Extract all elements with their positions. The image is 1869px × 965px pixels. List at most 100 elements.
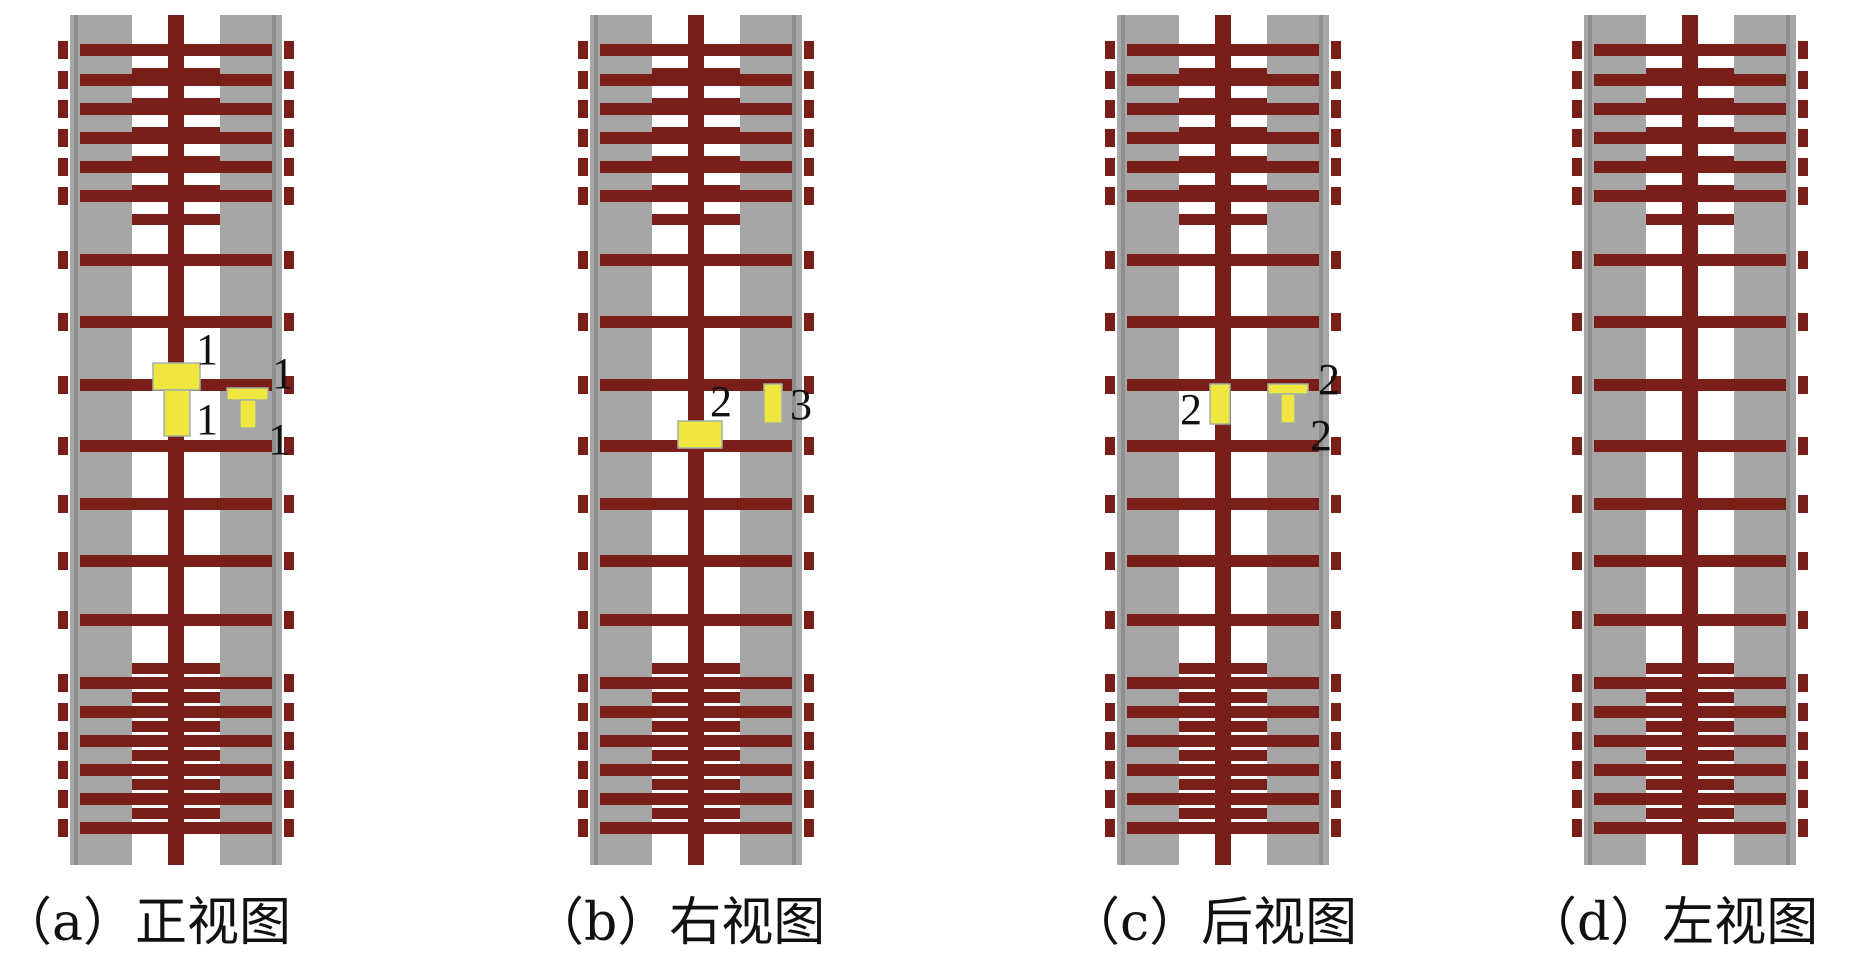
stirrup-hook-right (1798, 819, 1808, 837)
stirrup-hook-right (1331, 790, 1341, 808)
stirrup-hook-left (58, 790, 68, 808)
tie-bar (132, 721, 220, 732)
tie-bar (1646, 750, 1734, 761)
stirrup-hook-right (1798, 790, 1808, 808)
stirrup-bar (600, 555, 792, 567)
stirrup-hook-left (1572, 158, 1582, 176)
stirrup-bar (1594, 555, 1786, 567)
stirrup-hook-left (58, 437, 68, 455)
tie-bar (132, 663, 220, 674)
column-edge (1588, 15, 1592, 865)
stirrup-bar (1594, 190, 1786, 202)
stirrup-hook-left (58, 495, 68, 513)
tie-bar (1646, 779, 1734, 790)
stirrup-bar (80, 161, 272, 173)
stirrup-bar (80, 44, 272, 56)
tie-bar (1179, 68, 1267, 79)
stirrup-hook-right (804, 376, 814, 394)
stirrup-hook-right (804, 761, 814, 779)
tie-bar (1179, 808, 1267, 819)
stirrup-hook-right (1798, 674, 1808, 692)
stirrup-hook-left (578, 187, 588, 205)
stirrup-hook-left (578, 495, 588, 513)
stirrup-hook-left (58, 251, 68, 269)
stirrup-hook-left (1105, 71, 1115, 89)
stirrup-hook-left (1105, 732, 1115, 750)
stirrup-hook-right (804, 552, 814, 570)
tie-bar (132, 214, 220, 225)
stirrup-hook-right (1331, 100, 1341, 118)
stirrup-hook-right (1331, 158, 1341, 176)
stirrup-bar (600, 735, 792, 747)
tie-bar (1646, 68, 1734, 79)
stirrup-hook-right (1331, 187, 1341, 205)
stirrup-bar (1594, 379, 1786, 391)
stirrup-hook-left (1572, 790, 1582, 808)
tie-bar (1646, 692, 1734, 703)
tie-bar (652, 779, 740, 790)
stirrup-bar (1594, 822, 1786, 834)
column-edge (1786, 15, 1790, 865)
stirrup-hook-left (1572, 495, 1582, 513)
stirrup-hook-right (1798, 552, 1808, 570)
stirrup-bar (1127, 793, 1319, 805)
stirrup-hook-right (804, 251, 814, 269)
stirrup-bar (1127, 822, 1319, 834)
stirrup-hook-left (1572, 611, 1582, 629)
stirrup-bar (1594, 614, 1786, 626)
stirrup-hook-left (58, 674, 68, 692)
tie-bar (1179, 214, 1267, 225)
stirrup-bar (1127, 764, 1319, 776)
stirrup-hook-right (1798, 41, 1808, 59)
stirrup-hook-left (58, 552, 68, 570)
stirrup-bar (600, 103, 792, 115)
stirrup-bar (1127, 498, 1319, 510)
stirrup-hook-right (1798, 71, 1808, 89)
stirrup-bar (1594, 161, 1786, 173)
damage-label: 1 (196, 395, 218, 444)
stirrup-hook-right (1798, 251, 1808, 269)
stirrup-hook-left (1105, 187, 1115, 205)
stirrup-hook-right (1331, 71, 1341, 89)
stirrup-bar (600, 132, 792, 144)
stirrup-hook-right (1331, 703, 1341, 721)
stirrup-hook-left (1572, 187, 1582, 205)
stirrup-hook-right (1331, 251, 1341, 269)
stirrup-hook-left (58, 100, 68, 118)
stirrup-bar (1127, 190, 1319, 202)
stirrup-hook-left (1105, 313, 1115, 331)
stirrup-hook-right (1798, 129, 1808, 147)
stirrup-bar (1594, 735, 1786, 747)
tie-bar (1646, 721, 1734, 732)
column-edge (792, 15, 796, 865)
stirrup-hook-left (1105, 761, 1115, 779)
stirrup-hook-left (578, 761, 588, 779)
stirrup-hook-left (578, 41, 588, 59)
damage-label: 2 (710, 377, 732, 426)
stirrup-hook-right (804, 611, 814, 629)
stirrup-bar (600, 379, 792, 391)
stirrup-hook-right (1798, 313, 1808, 331)
stirrup-hook-right (1798, 437, 1808, 455)
stirrup-bar (80, 677, 272, 689)
stirrup-hook-left (578, 251, 588, 269)
stirrup-hook-right (1331, 376, 1341, 394)
damage-label: 1 (196, 325, 218, 374)
tie-bar (1646, 808, 1734, 819)
stirrup-hook-left (58, 761, 68, 779)
tie-bar (652, 214, 740, 225)
stirrup-bar (600, 764, 792, 776)
stirrup-hook-left (1105, 495, 1115, 513)
stirrup-bar (1594, 132, 1786, 144)
stirrup-hook-left (1572, 71, 1582, 89)
damage-label: 3 (790, 380, 812, 429)
stirrup-bar (80, 764, 272, 776)
stirrup-hook-right (1798, 703, 1808, 721)
stirrup-bar (600, 822, 792, 834)
stirrup-hook-right (1798, 495, 1808, 513)
stirrup-hook-right (1331, 761, 1341, 779)
stirrup-hook-left (578, 703, 588, 721)
tie-bar (132, 68, 220, 79)
tie-bar (132, 779, 220, 790)
stirrup-hook-left (58, 611, 68, 629)
